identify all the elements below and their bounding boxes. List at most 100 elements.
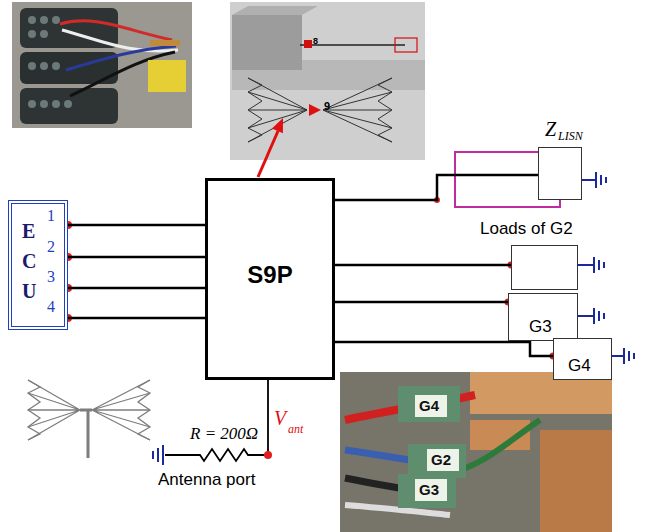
harness-photo-part <box>398 386 460 422</box>
port-number-holder: 9 <box>324 96 330 114</box>
node-text: E C U <box>22 216 36 306</box>
connector <box>68 224 205 227</box>
connector <box>68 287 205 290</box>
port-name-holder: Antenna port <box>158 470 255 490</box>
pin-number: 2 <box>47 238 55 255</box>
harness-photo-part <box>460 420 540 470</box>
port-number: 8 <box>313 36 318 46</box>
voltage-symbol: V <box>274 407 286 429</box>
ecu-photo-part <box>28 30 36 38</box>
pin-number: 4 <box>47 298 55 315</box>
voltage-subscript: ant <box>288 422 303 436</box>
simulation-screenshot-part <box>232 15 302 70</box>
ecu-photo-part <box>40 100 48 108</box>
harness-photo-part <box>415 479 447 501</box>
connector <box>68 317 205 320</box>
biconical-antenna-part <box>138 380 150 440</box>
simulation-screenshot-part <box>230 2 425 160</box>
group-tag: G3 <box>419 481 439 498</box>
ecu-photo-part <box>52 100 60 108</box>
s-parameter-block: S9P <box>205 178 335 380</box>
pointer-arrow-part <box>258 131 278 177</box>
load-box: Loads of G2 <box>511 245 578 290</box>
antenna-port-circuit-part <box>264 451 272 459</box>
group-tag: G4 <box>419 397 439 414</box>
ecu-photo-part <box>52 16 60 24</box>
connector <box>335 342 553 356</box>
simulation-screenshot-part <box>304 40 312 48</box>
ecu-photo-part <box>40 62 48 70</box>
voltage-subscript-holder: ant <box>288 419 303 437</box>
ecu-photo <box>12 2 192 128</box>
connector <box>335 301 508 304</box>
harness-photo-part <box>340 372 612 532</box>
group-tag-holder: G2 <box>431 451 451 469</box>
ground-symbols-part <box>612 348 634 364</box>
harness-photo-part <box>427 449 459 471</box>
biconical-antenna-part <box>80 410 92 458</box>
voltage-symbol-holder: V <box>274 407 286 430</box>
ecu-photo-part <box>150 40 180 46</box>
simulation-screenshot-part <box>378 78 392 142</box>
resistor-value: R = 200Ω <box>190 424 258 443</box>
ecu-photo-part <box>52 62 60 70</box>
ecu-photo-part <box>40 16 48 24</box>
ground-symbols-part <box>578 257 604 273</box>
ecu-box: E C U <box>8 200 68 330</box>
node-text: G3 <box>529 317 552 337</box>
pointer-arrow-part <box>272 118 283 133</box>
load-box: G3 <box>508 293 578 341</box>
ground-symbols-part <box>582 172 606 188</box>
ecu-photo-part <box>20 88 118 124</box>
node-text: S9P <box>208 261 332 289</box>
ecu-photo-part <box>28 100 36 108</box>
port-number: 9 <box>324 100 330 112</box>
pointer-arrow <box>258 118 283 177</box>
pin-number-holder: 1 <box>47 207 55 225</box>
simulation-screenshot-part <box>309 104 321 116</box>
group-tag: G2 <box>431 451 451 468</box>
lisn-impedance: ZLISN <box>538 147 582 200</box>
pin-number: 3 <box>47 268 55 285</box>
ecu-photo-part <box>28 62 36 70</box>
node-text: G4 <box>568 356 591 376</box>
ecu-photo-part <box>28 16 36 24</box>
connector <box>335 264 511 267</box>
harness-photo-part <box>398 474 456 508</box>
ecu-photo-part <box>64 100 72 108</box>
load-box: G4 <box>553 338 612 380</box>
biconical-antenna <box>28 380 150 458</box>
simulation-screenshot-part <box>323 78 392 142</box>
node-text: LISN <box>558 129 583 144</box>
pin-number-holder: 3 <box>47 268 55 286</box>
port-number-holder: 8 <box>313 30 318 48</box>
simulation-screenshot-part <box>232 6 318 15</box>
port-name: Antenna port <box>158 470 255 489</box>
pin-number: 1 <box>47 207 55 224</box>
pin-number-holder: 2 <box>47 238 55 256</box>
resistor-value-holder: R = 200Ω <box>190 424 258 444</box>
group-tag-holder: G3 <box>419 481 439 499</box>
ecu-photo-part <box>12 2 192 128</box>
simulation-screenshot-part <box>248 78 392 142</box>
connector <box>335 175 538 200</box>
harness-photo-part <box>415 395 447 417</box>
ground-symbols <box>578 172 634 364</box>
antenna-port-circuit-part <box>165 380 268 461</box>
ground-symbols-part <box>578 308 604 324</box>
node-text: Z <box>545 118 556 141</box>
simulation-screenshot-part <box>395 38 417 52</box>
connector <box>68 256 205 259</box>
biconical-antenna-part <box>28 380 80 440</box>
ecu-photo-part <box>148 60 186 92</box>
antenna-port-circuit-part <box>153 445 163 465</box>
harness-photo-part <box>408 444 466 478</box>
group-tag-holder: G4 <box>419 397 439 415</box>
simulation-screenshot <box>230 2 425 160</box>
ecu-photo-part <box>60 21 172 40</box>
pin-number-holder: 4 <box>47 298 55 316</box>
simulation-screenshot-part <box>248 78 262 142</box>
node-text: Loads of G2 <box>480 219 573 239</box>
antenna-port-circuit <box>153 380 272 465</box>
